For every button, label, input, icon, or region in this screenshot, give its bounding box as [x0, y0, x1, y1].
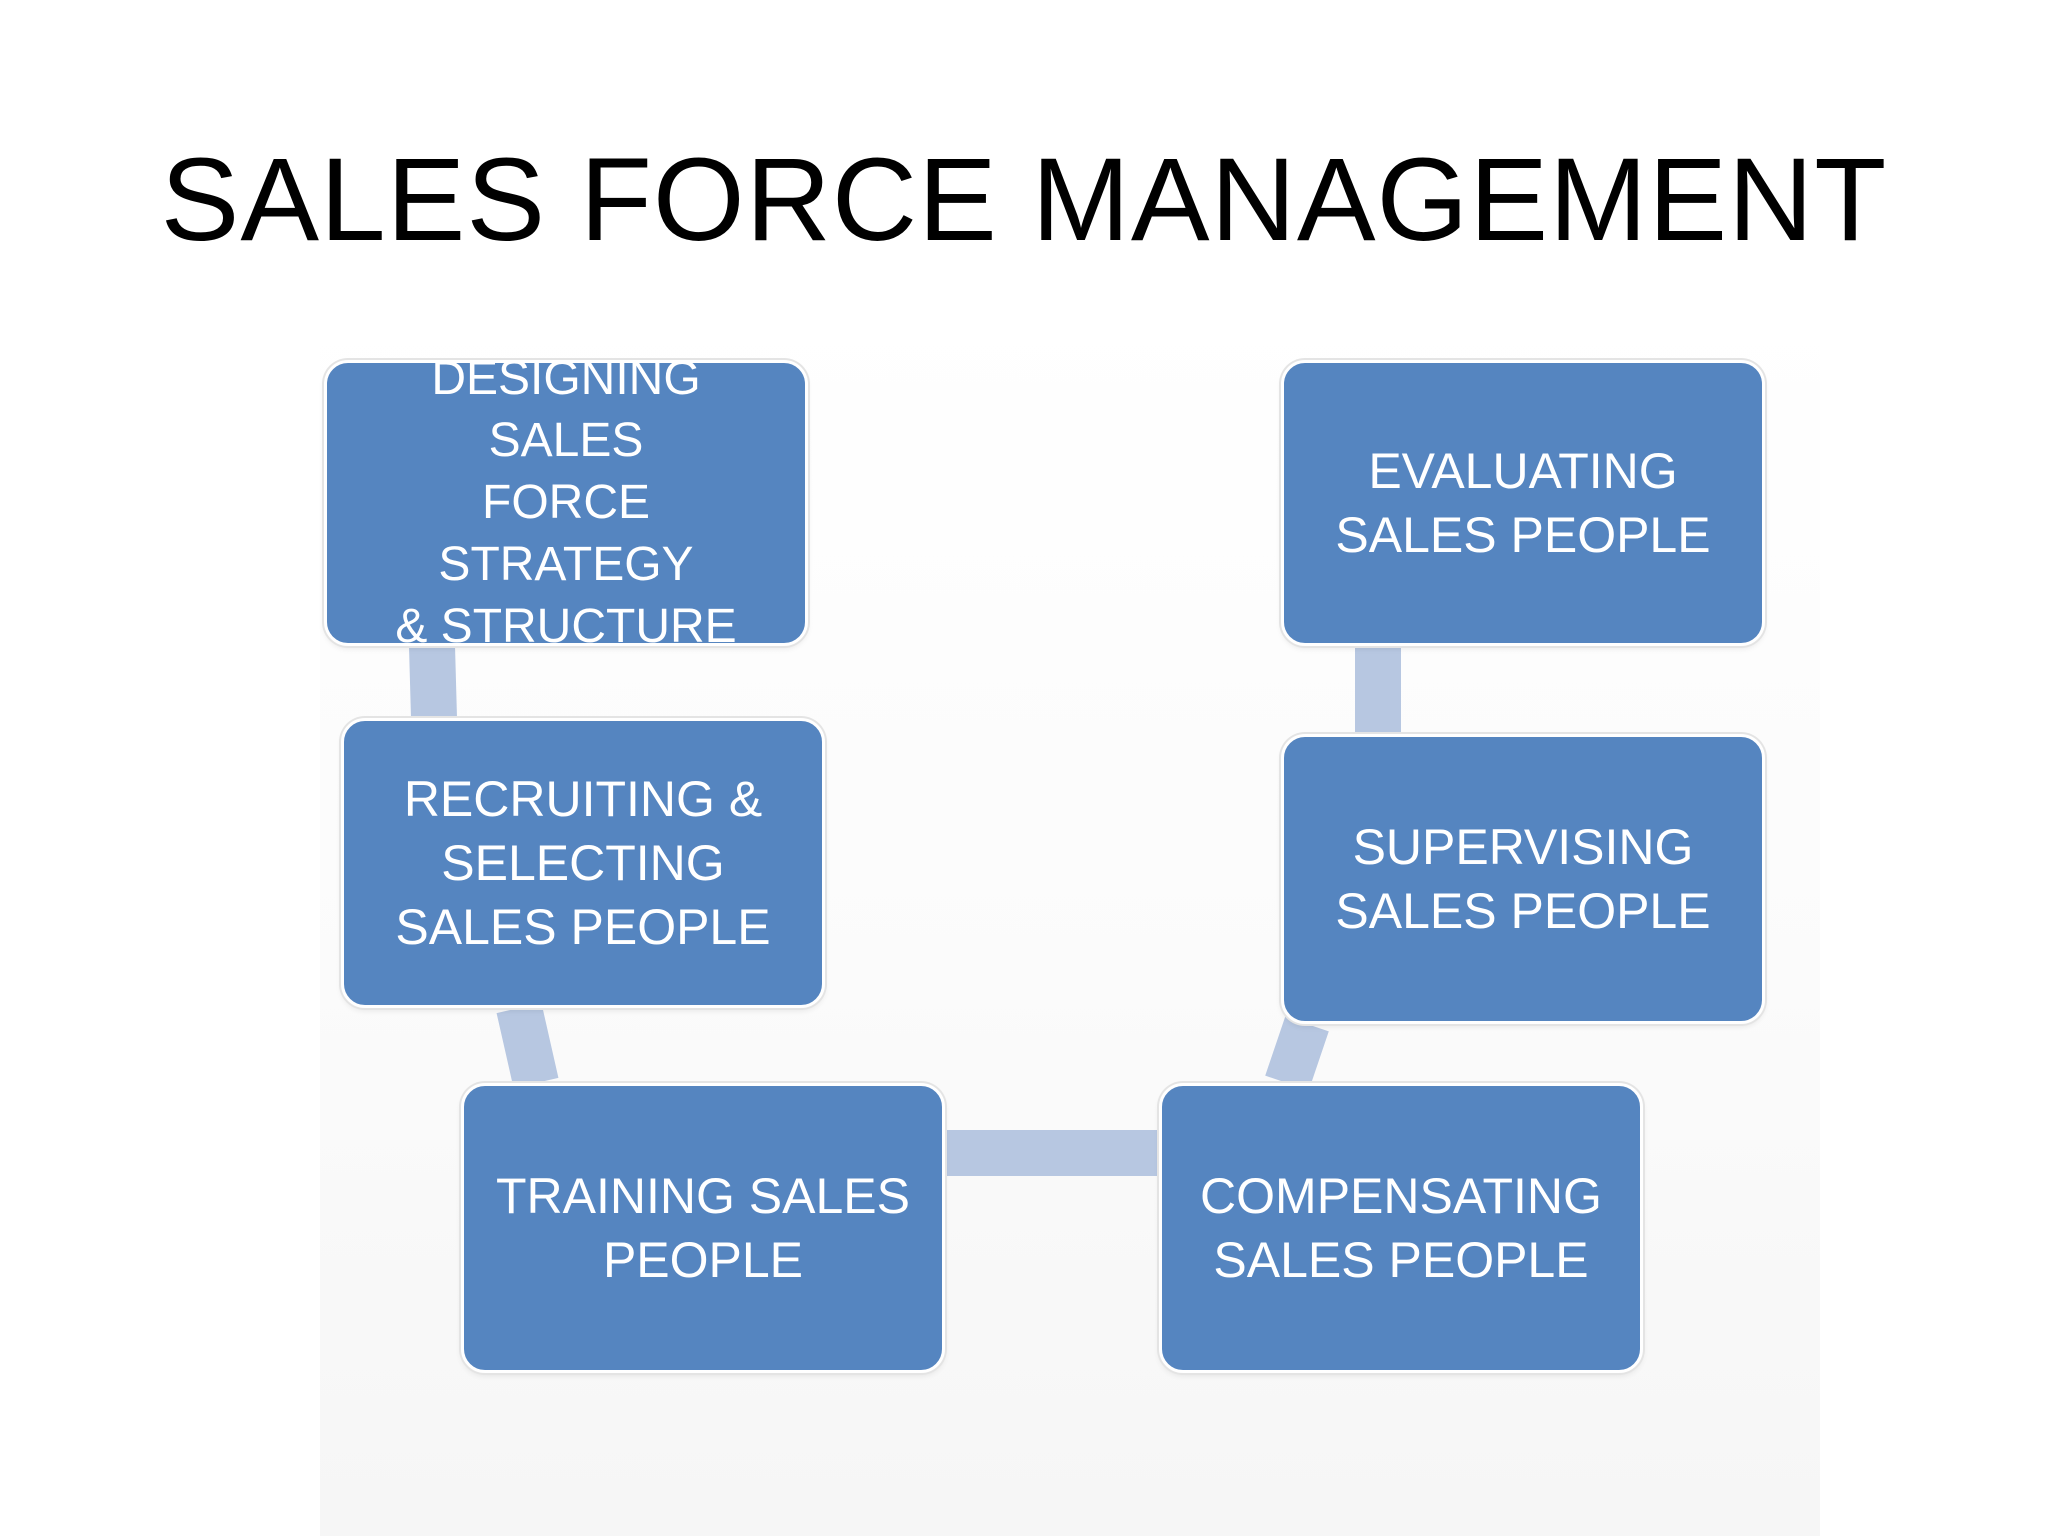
- step-compensating: COMPENSATING SALES PEOPLE: [1159, 1083, 1643, 1373]
- connector-designing-to-recruiting: [409, 645, 457, 719]
- step-designing-sales-force-strategy: DESIGNING SALES FORCE STRATEGY & STRUCTU…: [324, 352, 808, 653]
- connector-recruiting-to-training: [496, 1002, 559, 1089]
- step-supervising: SUPERVISING SALES PEOPLE: [1281, 734, 1765, 1024]
- step-training: TRAINING SALES PEOPLE: [461, 1083, 945, 1373]
- connector-compensating-to-supervising: [1265, 1016, 1329, 1091]
- step-label: TRAINING SALES PEOPLE: [496, 1168, 910, 1288]
- step-recruiting-selecting: RECRUITING & SELECTING SALES PEOPLE: [341, 718, 825, 1008]
- step-label: SUPERVISING SALES PEOPLE: [1335, 819, 1711, 939]
- step-label: EVALUATING SALES PEOPLE: [1335, 443, 1711, 563]
- step-evaluating: EVALUATING SALES PEOPLE: [1281, 360, 1765, 646]
- step-label: DESIGNING SALES FORCE STRATEGY & STRUCTU…: [395, 352, 737, 653]
- slide-title: SALES FORCE MANAGEMENT: [160, 134, 1888, 266]
- step-label: COMPENSATING SALES PEOPLE: [1200, 1168, 1602, 1288]
- step-label: RECRUITING & SELECTING SALES PEOPLE: [395, 771, 771, 955]
